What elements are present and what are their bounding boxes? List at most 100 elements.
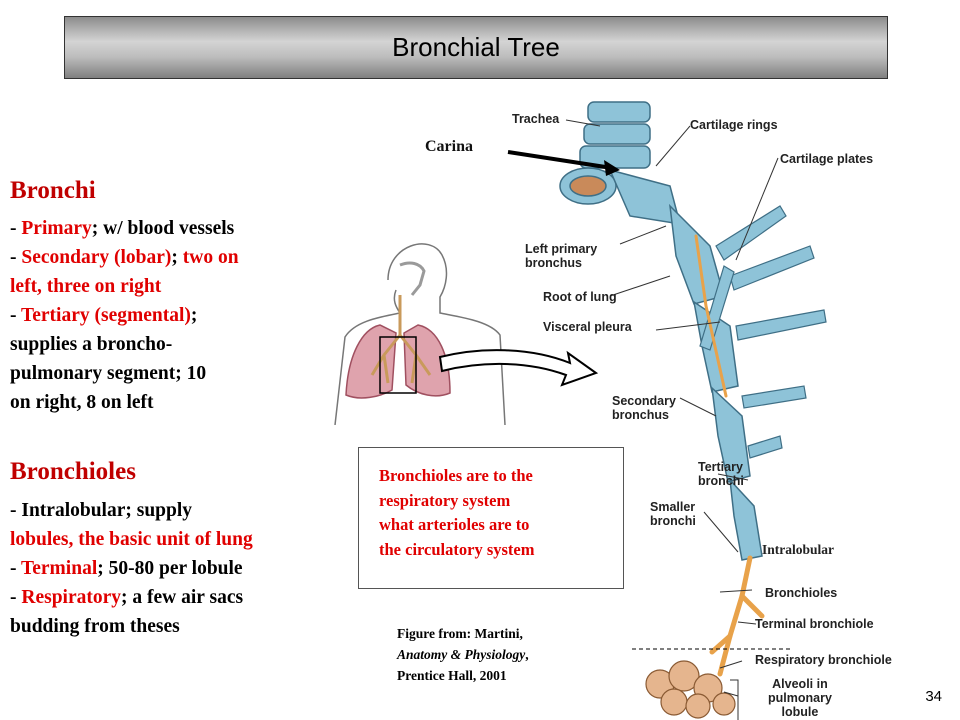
leader-line bbox=[735, 157, 779, 261]
nasal-airway bbox=[399, 261, 426, 296]
label-visceral-pleura: Visceral pleura bbox=[543, 320, 632, 334]
left-primary-lumen bbox=[569, 175, 607, 197]
label-intralobular: Intralobular bbox=[762, 542, 835, 557]
primary-term: Primary bbox=[21, 218, 92, 239]
alveoli-bracket bbox=[730, 679, 739, 720]
branch bbox=[715, 205, 787, 261]
label-line: bronchus bbox=[612, 408, 669, 422]
dash: - bbox=[10, 218, 22, 239]
label-trachea: Trachea bbox=[512, 112, 560, 126]
callout-line: respiratory system bbox=[379, 490, 511, 510]
secondary-branches bbox=[699, 205, 827, 459]
label-line: Smaller bbox=[650, 500, 696, 514]
title-bar: Bronchial Tree bbox=[64, 16, 888, 79]
respiratory-rest: ; a few air sacs bbox=[121, 587, 244, 608]
bronchioles-intralobular-line: - Intralobular; supply bbox=[10, 500, 193, 521]
dash: - bbox=[10, 247, 22, 268]
bronchioles-respiratory-line2: budding from theses bbox=[10, 616, 180, 637]
branch bbox=[747, 435, 783, 459]
bronchi-secondary-line2: left, three on right bbox=[10, 276, 162, 297]
bronchi-tertiary-line: - Tertiary (segmental); bbox=[10, 301, 239, 330]
bronchus-segment bbox=[710, 386, 751, 483]
tertiary-term: Tertiary (segmental) bbox=[21, 305, 191, 326]
highlight-box bbox=[379, 336, 417, 394]
alveolus bbox=[668, 660, 700, 692]
bronchi-heading: Bronchi bbox=[10, 177, 96, 204]
callout-line: Bronchioles are to the bbox=[379, 466, 533, 485]
label-alveoli: Alveoli in pulmonary lobule bbox=[768, 677, 832, 719]
dash: - bbox=[10, 305, 22, 326]
leader-line bbox=[723, 691, 739, 697]
secondary-term: Secondary (lobar) bbox=[21, 247, 172, 268]
slide-title: Bronchial Tree bbox=[392, 32, 560, 62]
label-bronchioles: Bronchioles bbox=[765, 586, 838, 600]
leader-line bbox=[719, 589, 753, 593]
label-line: Tertiary bbox=[698, 460, 743, 474]
credit-line: Anatomy & Physiology, bbox=[397, 644, 529, 665]
label-root-of-lung: Root of lung bbox=[543, 290, 617, 304]
label-line: bronchi bbox=[698, 474, 744, 488]
page-number: 34 bbox=[925, 688, 942, 705]
bronchi-list: - Primary; w/ blood vessels - Secondary … bbox=[10, 214, 239, 417]
figure-credit: Figure from: Martini, Anatomy & Physiolo… bbox=[397, 623, 529, 686]
small-bronchial-tree bbox=[370, 295, 432, 384]
branch bbox=[735, 309, 827, 341]
bronchi-secondary-line: - Secondary (lobar); two on bbox=[10, 243, 239, 272]
label-line: bronchus bbox=[525, 256, 582, 270]
leader-line bbox=[565, 119, 601, 127]
callout-box: Bronchioles are to the respiratory syste… bbox=[358, 447, 624, 589]
primary-rest: ; w/ blood vessels bbox=[91, 218, 235, 239]
dash: - bbox=[10, 587, 22, 608]
label-line: bronchi bbox=[650, 514, 696, 528]
carina-arrowhead bbox=[604, 160, 620, 176]
respiratory-term: Respiratory bbox=[21, 587, 122, 608]
label-cartilage-rings: Cartilage rings bbox=[690, 118, 778, 132]
leader-line bbox=[619, 225, 667, 245]
label-line: pulmonary bbox=[768, 691, 832, 705]
label-line: lobule bbox=[781, 705, 819, 719]
credit-line: Prentice Hall, 2001 bbox=[397, 668, 507, 683]
alveoli-cluster bbox=[645, 660, 736, 719]
carina-arrow bbox=[507, 150, 613, 170]
body-outline bbox=[387, 243, 506, 425]
credit-book-title: Anatomy & Physiology bbox=[397, 647, 526, 662]
secondary-rest: ; bbox=[171, 247, 183, 268]
label-left-primary-bronchus: Left primary bronchus bbox=[525, 242, 597, 270]
bronchioles-terminal-line: - Terminal; 50-80 per lobule bbox=[10, 554, 253, 583]
label-cartilage-plates: Cartilage plates bbox=[780, 152, 874, 166]
pointer-arrow bbox=[438, 349, 599, 387]
bronchi-primary-line: - Primary; w/ blood vessels bbox=[10, 214, 239, 243]
label-terminal-bronchiole: Terminal bronchiole bbox=[755, 617, 874, 631]
dash: - bbox=[10, 558, 22, 579]
label-secondary-bronchus: Secondary bronchus bbox=[612, 394, 676, 422]
label-tertiary-bronchi: Tertiary bronchi bbox=[698, 460, 744, 488]
leader-line bbox=[609, 275, 671, 297]
bronchus-segment bbox=[668, 203, 725, 305]
label-line: Secondary bbox=[612, 394, 676, 408]
bronchiole bbox=[694, 234, 728, 398]
bronchi-tertiary-line3: pulmonary segment; 10 bbox=[10, 363, 207, 384]
callout-line: the circulatory system bbox=[379, 539, 535, 559]
alveolus bbox=[685, 693, 711, 719]
terminal-rest: ; 50-80 per lobule bbox=[97, 558, 243, 579]
bronchioles-intralobular-line2: lobules, the basic unit of lung bbox=[10, 529, 253, 550]
leader-lines bbox=[565, 119, 779, 697]
branch bbox=[729, 245, 815, 291]
label-line: Alveoli in bbox=[772, 677, 828, 691]
terminal-term: Terminal bbox=[21, 558, 98, 579]
label-smaller-bronchi: Smaller bronchi bbox=[650, 500, 696, 528]
tertiary-rest: ; bbox=[190, 305, 198, 326]
right-lung bbox=[345, 324, 397, 399]
bronchi-tertiary-line2: supplies a broncho- bbox=[10, 334, 173, 355]
alveolus bbox=[712, 692, 736, 716]
torso-lungs-illustration bbox=[334, 243, 599, 425]
label-carina: Carina bbox=[425, 138, 473, 155]
bronchioles-respiratory-line: - Respiratory; a few air sacs bbox=[10, 583, 253, 612]
branch bbox=[741, 385, 807, 409]
callout-line: what arterioles are to bbox=[379, 515, 530, 534]
bronchi-tertiary-line4: on right, 8 on left bbox=[10, 392, 154, 413]
bronchioles-heading: Bronchioles bbox=[10, 458, 136, 485]
trachea-ring bbox=[583, 123, 651, 145]
bronchioles-list: - Intralobular; supply lobules, the basi… bbox=[10, 496, 253, 641]
leader-line bbox=[717, 473, 749, 481]
